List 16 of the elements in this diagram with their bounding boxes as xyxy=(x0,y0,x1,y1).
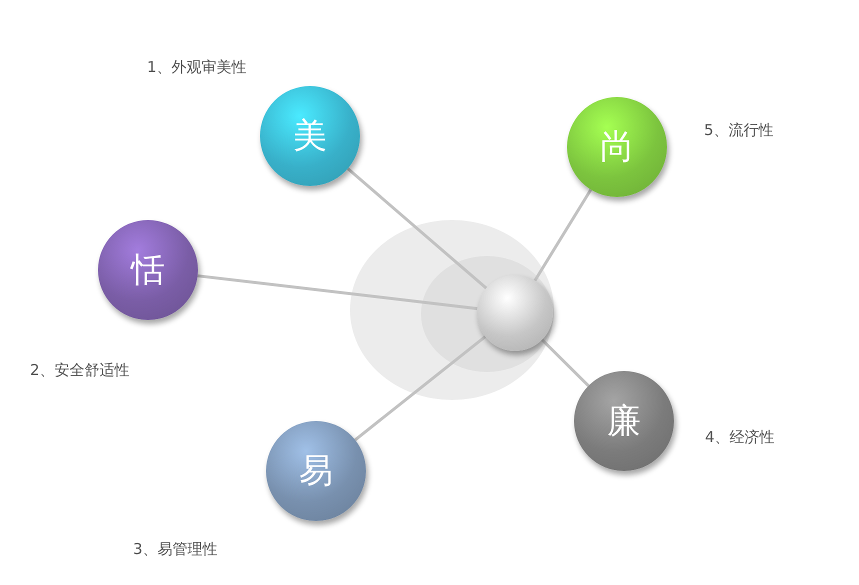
node-text: 尚 xyxy=(600,130,634,164)
node-text: 美 xyxy=(293,119,327,153)
connector-line xyxy=(540,338,590,387)
connector-line xyxy=(346,168,488,290)
connector-line xyxy=(354,335,486,442)
node-text: 廉 xyxy=(607,404,641,438)
node-text: 恬 xyxy=(131,253,165,287)
node-caption: 2、安全舒适性 xyxy=(30,361,130,380)
node-caption: 1、外观审美性 xyxy=(147,58,247,77)
connector-line xyxy=(534,188,592,282)
node-caption: 3、易管理性 xyxy=(133,540,218,559)
node-caption: 5、流行性 xyxy=(704,121,774,140)
node-caption: 4、经济性 xyxy=(705,428,775,447)
connector-line xyxy=(197,274,478,310)
circle-node xyxy=(574,371,674,471)
node-text: 易 xyxy=(299,454,333,488)
